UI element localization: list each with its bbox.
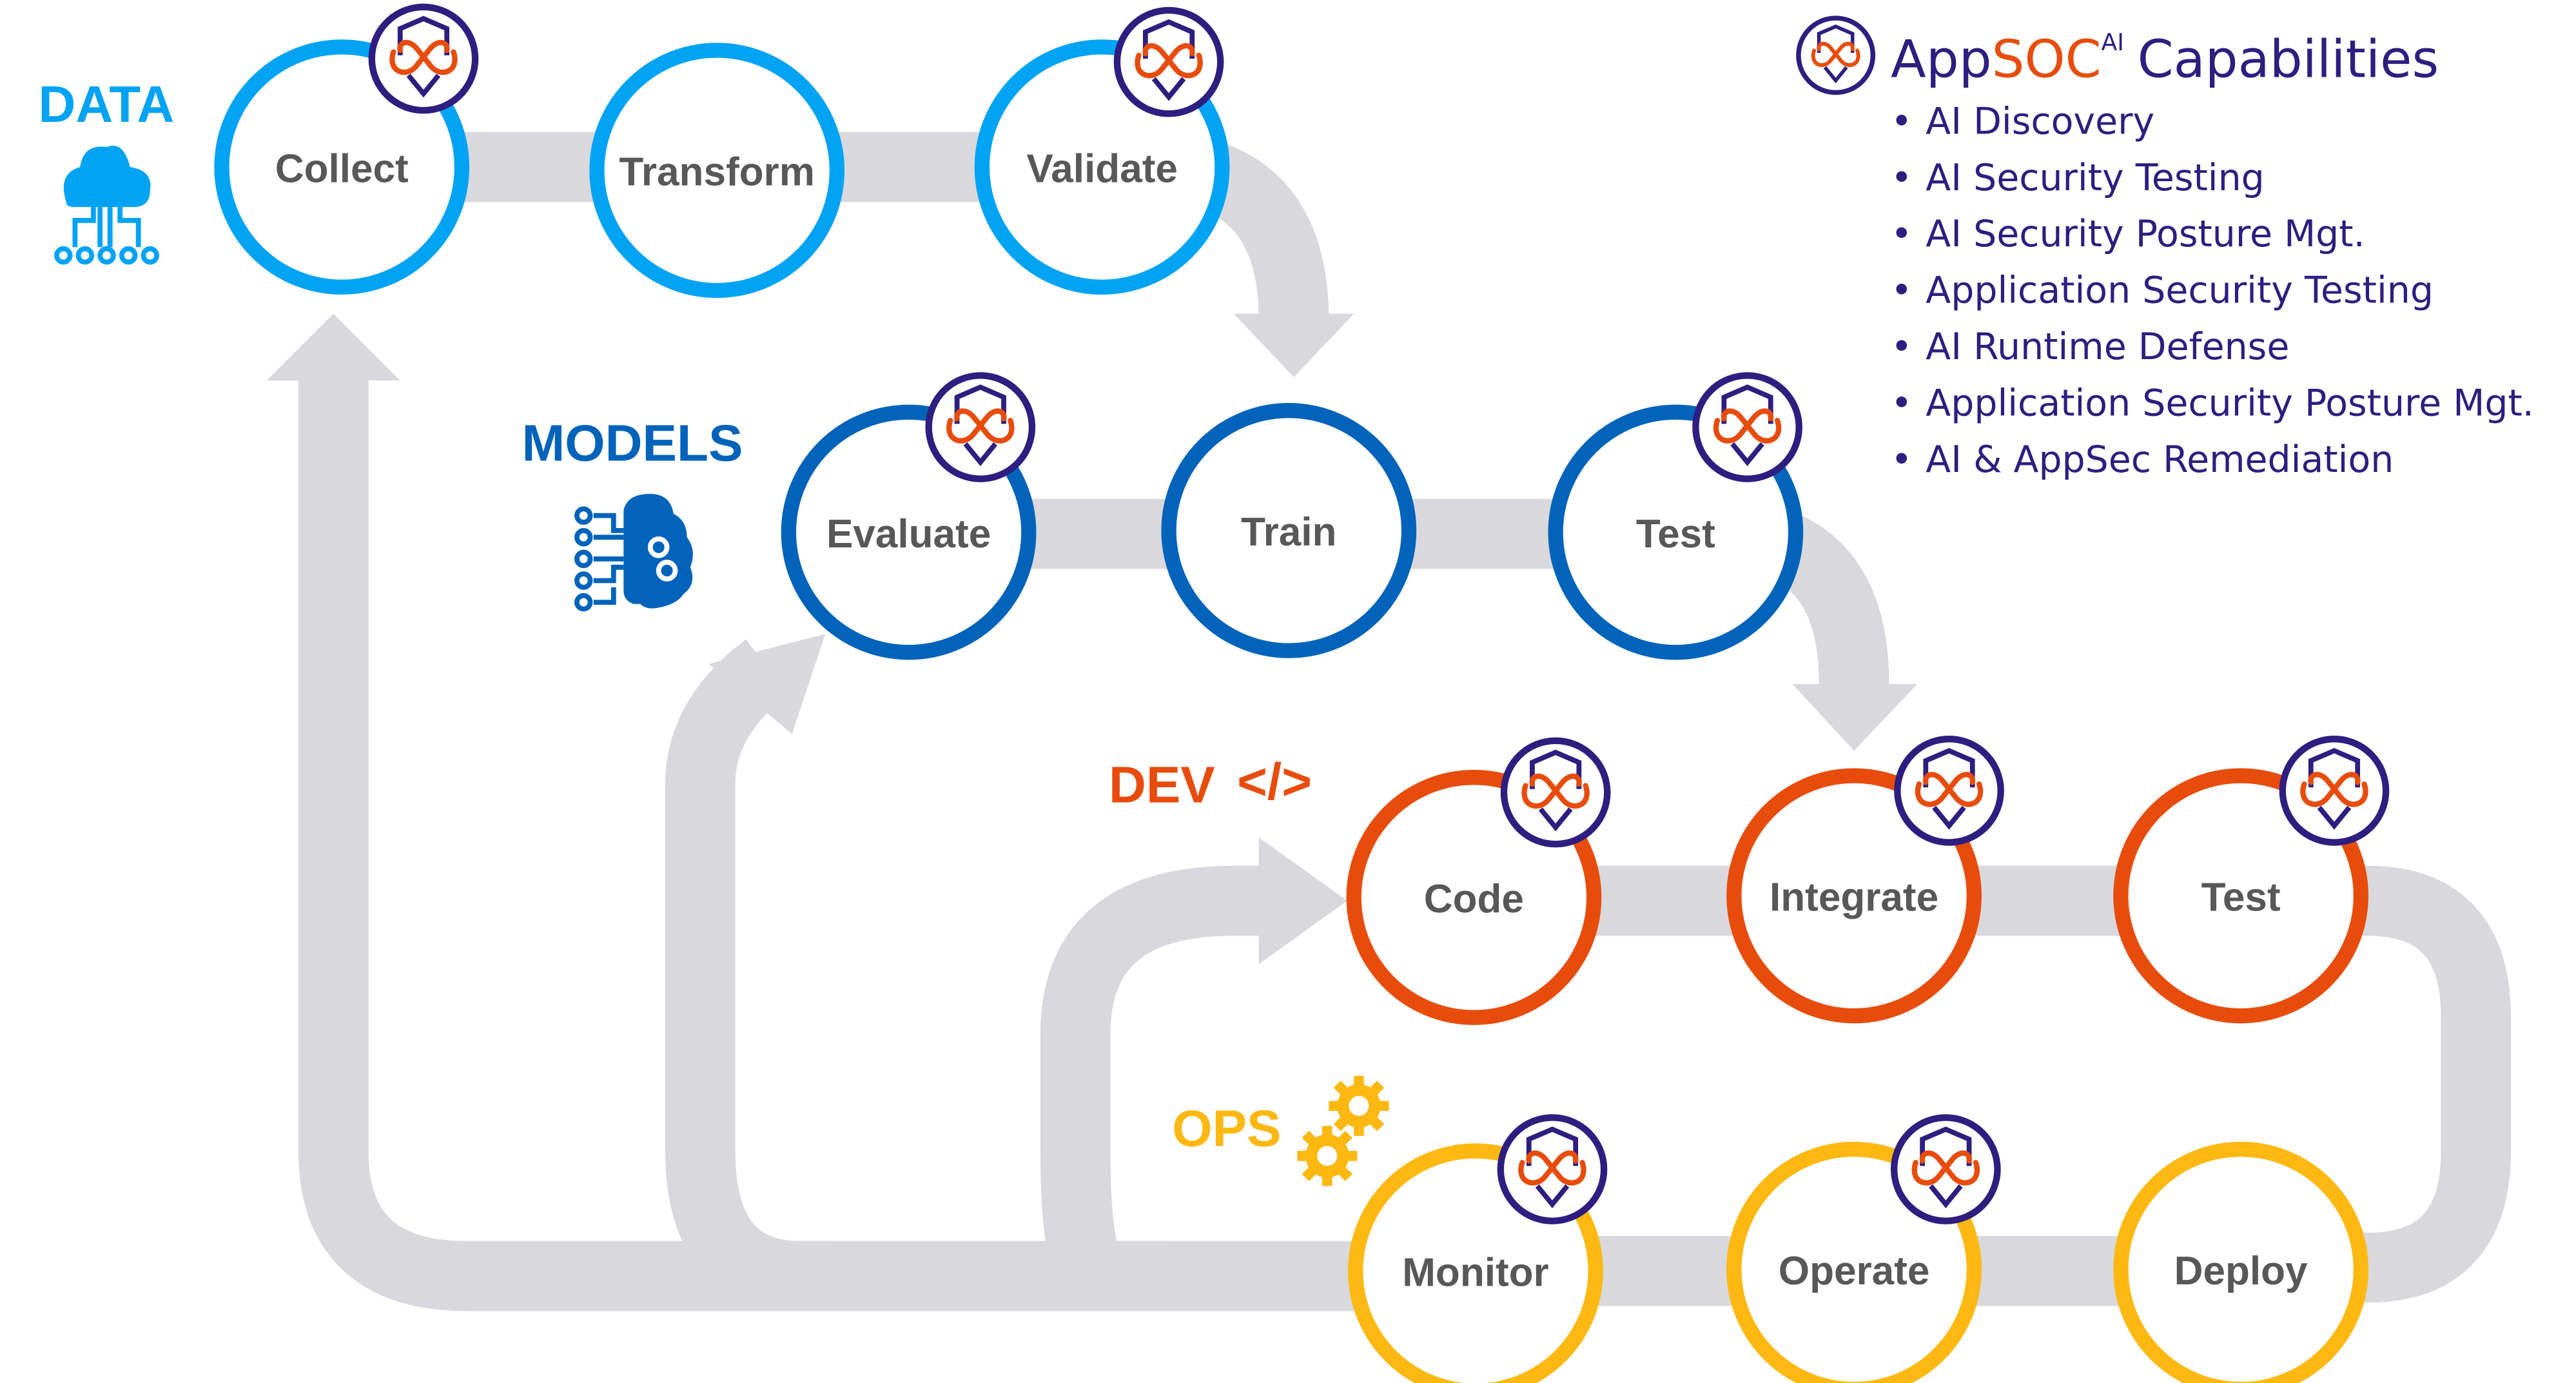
node-label: Operate — [1779, 1249, 1930, 1293]
flow-test-to-deploy — [2242, 865, 2512, 1303]
bullet-icon: • — [1891, 100, 1913, 142]
flow-ops-to-evaluate — [665, 639, 834, 1311]
node-test-dev[interactable]: Test — [2113, 768, 2368, 1024]
appsoc-shield-icon — [2283, 739, 2386, 842]
node-label: Collect — [275, 146, 409, 191]
section-label-models: MODELS — [522, 413, 743, 471]
capability-item: AI Security Posture Mgt. — [1926, 213, 2365, 255]
capability-item: AI Discovery — [1926, 100, 2154, 142]
node-label: Test — [1636, 512, 1715, 556]
arrowhead-up-evaluate — [708, 634, 826, 734]
capabilities-panel: AppSOCAI Capabilities • AI Discovery • AI Se… — [1799, 18, 2534, 481]
node-label: Integrate — [1770, 876, 1938, 920]
brain-gears-icon — [574, 494, 693, 612]
capabilities-title: AppSOCAI Capabilities — [1891, 28, 2439, 89]
node-label: Code — [1424, 877, 1524, 921]
node-integrate[interactable]: Integrate — [1726, 768, 1982, 1024]
bullet-icon: • — [1891, 270, 1913, 312]
bullet-icon: • — [1891, 326, 1913, 368]
node-label: Train — [1241, 510, 1336, 554]
arrowhead-down-integrate — [1792, 683, 1918, 751]
capabilities-list: • AI Discovery • AI Security Testing • AI Sec… — [1891, 100, 2534, 481]
cloud-network-icon — [54, 145, 160, 265]
capabilities-suffix: Capabilities — [2138, 29, 2439, 89]
bullet-icon: • — [1891, 157, 1913, 199]
node-label: Monitor — [1402, 1251, 1549, 1295]
capability-item: AI Runtime Defense — [1926, 326, 2289, 368]
node-label: Deploy — [2174, 1249, 2308, 1293]
capability-item: AI Security Testing — [1926, 157, 2264, 199]
appsoc-shield-icon — [1501, 1117, 1604, 1221]
appsoc-logo-icon — [1799, 18, 1873, 92]
bullet-icon: • — [1891, 438, 1913, 481]
node-label: Evaluate — [826, 512, 991, 556]
appsoc-shield-icon — [372, 7, 475, 110]
appsoc-shield-icon — [1897, 739, 2000, 842]
arrowhead-up-collect — [266, 313, 400, 381]
appsoc-shield-icon — [1504, 741, 1607, 844]
appsoc-shield-icon — [1894, 1117, 1997, 1221]
appsoc-shield-icon — [1117, 10, 1220, 113]
node-label: Validate — [1026, 146, 1178, 191]
appsoc-shield-icon — [929, 375, 1032, 478]
capability-item: Application Security Posture Mgt. — [1926, 382, 2534, 424]
node-label: Transform — [619, 150, 815, 195]
node-train[interactable]: Train — [1161, 403, 1417, 658]
node-deploy[interactable]: Deploy — [2113, 1141, 2368, 1383]
capability-item: Application Security Testing — [1926, 270, 2434, 312]
appsoc-shield-icon — [1695, 375, 1799, 478]
arrowhead-right-code — [1258, 837, 1347, 965]
section-label-ops: OPS — [1172, 1099, 1281, 1157]
section-label-dev: DEV — [1109, 755, 1215, 813]
flow-arrowheads — [266, 313, 1918, 965]
capability-item: AI & AppSec Remediation — [1926, 438, 2394, 481]
bullet-icon: • — [1891, 382, 1913, 424]
brand-soc: SOC — [1992, 29, 2102, 89]
arrowhead-down-train — [1233, 313, 1354, 377]
node-transform[interactable]: Transform — [589, 43, 845, 299]
brand-app: App — [1891, 29, 1992, 89]
node-label: Test — [2201, 876, 2281, 920]
flow-ops-to-code — [1040, 865, 1284, 1311]
section-label-data: DATA — [38, 75, 174, 133]
gears-icon — [1297, 1075, 1389, 1186]
bullet-icon: • — [1891, 213, 1913, 255]
brand-ai-superscript: AI — [2102, 28, 2124, 56]
flow-ops-to-collect — [298, 375, 1476, 1311]
code-tag-icon: </> — [1237, 752, 1312, 810]
